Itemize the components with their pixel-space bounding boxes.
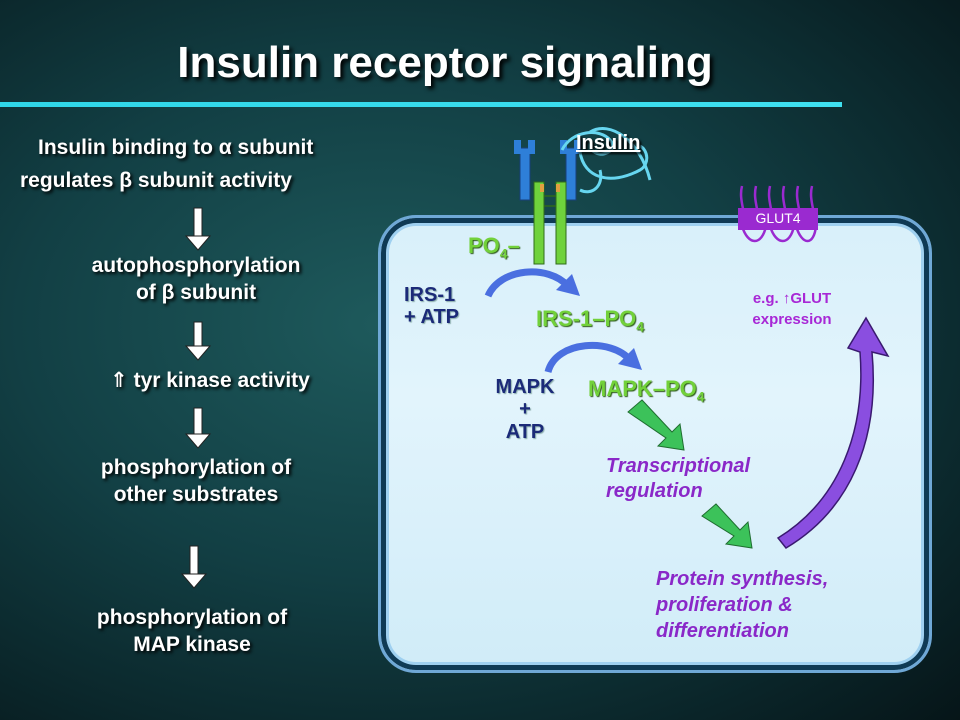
mapk-line-2: + — [519, 398, 531, 421]
step-phosphorylation-substrates: phosphorylation of other substrates — [40, 454, 352, 509]
step-phosphorylation-mapk: phosphorylation of MAP kinase — [36, 604, 348, 659]
mapk-po4-text: MAPK–PO — [588, 376, 697, 401]
receptor-beta-subunits — [533, 181, 567, 265]
transcription-line-2: regulation — [606, 480, 703, 502]
mapk-po4-subscript: 4 — [696, 388, 705, 405]
protein-line-3: differentiation — [656, 620, 789, 642]
glut-note-line-2: expression — [752, 311, 832, 328]
feedback-arrow — [776, 316, 890, 549]
irs1-po4-text: IRS-1–PO — [536, 306, 637, 331]
glut4-label: GLUT4 — [755, 210, 801, 226]
step1-line-1: autophosphorylation — [91, 254, 301, 277]
step4-line-2: MAP kinase — [133, 633, 251, 657]
mapk-substrate: MAPK + ATP — [480, 376, 570, 443]
intro-line-2: regulates β subunit activity — [20, 169, 292, 193]
page-title: Insulin receptor signaling — [177, 38, 713, 87]
pathway-arrow-1 — [627, 399, 685, 451]
transcription-line-1: Transcriptional — [606, 455, 751, 477]
receptor-alpha-subunits — [514, 140, 581, 201]
transcriptional-regulation-label: Transcriptional regulation — [606, 454, 750, 504]
step3-line-1: phosphorylation of — [100, 456, 292, 479]
step3-line-2: other substrates — [113, 483, 279, 507]
mapk-line-3: ATP — [505, 420, 545, 443]
irs1-line-2: + ATP — [404, 306, 460, 328]
irs1-line-1: IRS-1 — [404, 284, 456, 306]
pathway-arrow-2 — [701, 503, 753, 549]
step1-line-2: of β subunit — [135, 281, 257, 305]
glut4-transporter — [738, 185, 818, 243]
irs1-substrate: IRS-1 + ATP — [404, 284, 459, 328]
phosphorylation-arrow-mapk — [544, 341, 633, 374]
irs1-po4-product: IRS-1–PO4 — [536, 306, 644, 334]
title-divider — [0, 102, 842, 107]
po4-text: PO — [468, 233, 500, 258]
intro-line-1: Insulin binding to α subunit — [38, 136, 314, 159]
insulin-chain — [589, 127, 652, 181]
step-tyr-kinase: ⇑ tyr kinase activity — [110, 369, 310, 392]
protein-line-1: Protein synthesis, — [656, 568, 829, 590]
step4-line-1: phosphorylation of — [96, 606, 288, 629]
protein-synthesis-label: Protein synthesis, proliferation & diffe… — [656, 566, 828, 644]
phosphorylation-arrow-irs1 — [484, 268, 571, 298]
irs1-po4-subscript: 4 — [636, 318, 645, 335]
po4-label: PO4– — [468, 233, 520, 261]
po4-subscript: 4 — [499, 245, 508, 262]
step-autophosphorylation: autophosphorylation of β subunit — [40, 252, 352, 307]
glut-expression-note: e.g. ↑GLUT expression — [722, 290, 862, 328]
insulin-label: Insulin — [576, 132, 641, 154]
intro-text: Insulin binding to α subunit regulates β… — [20, 134, 410, 195]
protein-line-2: proliferation & — [656, 594, 793, 616]
mapk-po4-product: MAPK–PO4 — [588, 376, 705, 404]
insulin-molecule — [560, 131, 649, 194]
po4-dash: – — [507, 233, 520, 258]
glut-note-line-1: e.g. ↑GLUT — [752, 290, 832, 307]
cell-body — [378, 215, 932, 673]
mapk-line-1: MAPK — [495, 376, 555, 398]
